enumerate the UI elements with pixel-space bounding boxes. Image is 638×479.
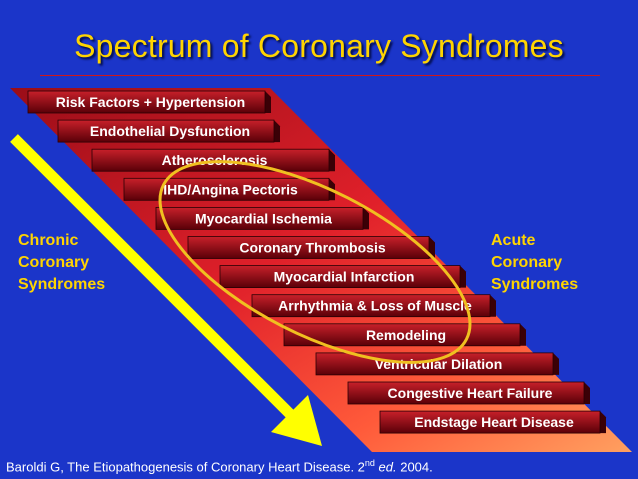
stage-label: Myocardial Ischemia (195, 210, 332, 226)
stage-risk-factors-hypertension: Risk Factors + Hypertension (27, 90, 271, 114)
stage-label: Congestive Heart Failure (388, 385, 553, 401)
stage-myocardial-ischemia: Myocardial Ischemia (155, 206, 369, 230)
stage-endstage-heart-disease: Endstage Heart Disease (379, 410, 606, 434)
stage-ihd-angina-pectoris: IHD/Angina Pectoris (123, 177, 335, 201)
stage-label: Ventricular Dilation (375, 356, 503, 372)
stage-atherosclerosis: Atherosclerosis (91, 148, 335, 172)
chronic-label-line-3: Syndromes (18, 276, 106, 293)
stage-label: Coronary Thrombosis (239, 240, 385, 256)
stage-myocardial-infarction: Myocardial Infarction (219, 265, 466, 289)
acute-label-line-2: Coronary (491, 254, 563, 271)
stage-box (155, 206, 364, 230)
stage-label: Endstage Heart Disease (414, 414, 574, 430)
citation-superscript: nd (364, 458, 375, 468)
chronic-to-acute-arrow (10, 134, 322, 446)
stage-box (57, 119, 275, 143)
stage-label: Risk Factors + Hypertension (56, 94, 245, 110)
stage-label: Arrhythmia & Loss of Muscle (278, 298, 472, 314)
stage-congestive-heart-failure: Congestive Heart Failure (347, 381, 590, 405)
acute-label-line-3: Syndromes (491, 276, 579, 293)
stage-label: Endothelial Dysfunction (90, 123, 250, 139)
citation: Baroldi G, The Etiopathogenesis of Coron… (6, 458, 433, 474)
stage-box (283, 323, 521, 347)
citation-year: 2004. (396, 459, 433, 475)
stage-box (347, 381, 585, 405)
stage-label: Myocardial Infarction (274, 269, 415, 285)
stage-box (187, 236, 430, 259)
chronic-label-line-1: Chronic (18, 232, 79, 249)
acute-coronary-syndromes-label: Acute Coronary Syndromes (491, 230, 578, 296)
stage-box (27, 90, 266, 114)
citation-text: Baroldi G, The Etiopathogenesis of Coron… (6, 459, 365, 475)
acute-syndromes-ellipse (158, 160, 472, 364)
stage-endothelial-dysfunction: Endothelial Dysfunction (57, 119, 280, 143)
stage-box (91, 148, 330, 172)
stage-coronary-thrombosis: Coronary Thrombosis (187, 236, 435, 259)
acute-label-line-1: Acute (491, 232, 536, 249)
stage-box (219, 265, 461, 289)
chronic-coronary-syndromes-label: Chronic Coronary Syndromes (18, 230, 105, 296)
title-divider (40, 75, 600, 76)
page-title: Spectrum of Coronary Syndromes (74, 28, 564, 64)
chronic-label-line-2: Coronary (18, 254, 90, 271)
stage-box (251, 294, 491, 318)
stage-label: Remodeling (366, 327, 446, 343)
citation-italic: ed. (374, 459, 397, 475)
stage-ventricular-dilation: Ventricular Dilation (315, 352, 559, 376)
stage-arrhythmia-loss-of-muscle: Arrhythmia & Loss of Muscle (251, 294, 496, 318)
stage-box (379, 410, 601, 434)
stage-label: IHD/Angina Pectoris (163, 181, 298, 197)
